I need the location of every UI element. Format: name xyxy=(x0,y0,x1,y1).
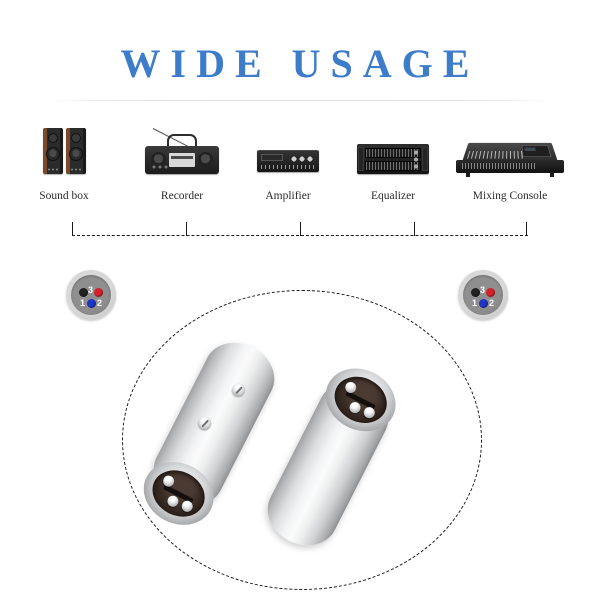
device-strip: Sound box Recorder xyxy=(0,128,600,210)
device-sound-box: Sound box xyxy=(16,128,112,202)
equalizer-icon xyxy=(357,144,429,174)
bracket-tick-recorder xyxy=(186,222,187,236)
transport-buttons-icon xyxy=(151,165,169,169)
device-label-amplifier: Amplifier xyxy=(265,190,311,202)
device-label-sound-box: Sound box xyxy=(39,190,89,202)
amplifier-icon xyxy=(257,150,319,172)
pin-2-number: 2 xyxy=(488,298,494,308)
device-connector-bracket xyxy=(72,214,528,236)
cassette-deck-icon xyxy=(169,153,195,167)
handle-icon xyxy=(167,134,197,147)
pinout-diagram-left: 1 2 3 xyxy=(66,270,116,320)
bracket-tick-sound-box xyxy=(72,222,73,236)
pinout-face: 1 2 3 xyxy=(71,275,111,315)
product-highlight-circle xyxy=(122,290,482,590)
pin-1-number: 1 xyxy=(472,298,478,308)
bracket-tick-amplifier xyxy=(300,222,301,236)
bracket-tick-mixing-console xyxy=(526,222,527,236)
pinout-diagram-right: 1 2 3 xyxy=(458,270,508,320)
pin-2-dot xyxy=(94,288,103,297)
device-label-equalizer: Equalizer xyxy=(370,190,416,202)
bracket-tick-equalizer xyxy=(414,222,415,236)
pin-1-number: 1 xyxy=(80,298,86,308)
pin-1-dot xyxy=(79,288,88,297)
pinout-face: 1 2 3 xyxy=(463,275,503,315)
pin-3-dot xyxy=(86,299,96,308)
pin-3-number: 3 xyxy=(88,285,94,295)
device-amplifier: Amplifier xyxy=(248,128,328,202)
pin-2-number: 2 xyxy=(96,298,102,308)
device-label-recorder: Recorder xyxy=(160,190,204,202)
device-equalizer: Equalizer xyxy=(350,128,436,202)
speaker-right-icon xyxy=(66,128,86,174)
device-mixing-console: Mixing Console xyxy=(452,128,568,202)
device-recorder: Recorder xyxy=(134,128,230,202)
speaker-left-icon xyxy=(43,128,63,174)
pin-3-dot xyxy=(478,299,488,308)
pin-2-dot xyxy=(486,288,495,297)
pin-1-dot xyxy=(471,288,480,297)
pin-3-number: 3 xyxy=(480,285,486,295)
boombox-icon xyxy=(145,146,219,174)
page-title: WIDE USAGE xyxy=(120,41,480,86)
device-label-mixing-console: Mixing Console xyxy=(472,190,548,202)
mixing-console-icon xyxy=(456,136,564,177)
title-divider xyxy=(50,100,550,101)
